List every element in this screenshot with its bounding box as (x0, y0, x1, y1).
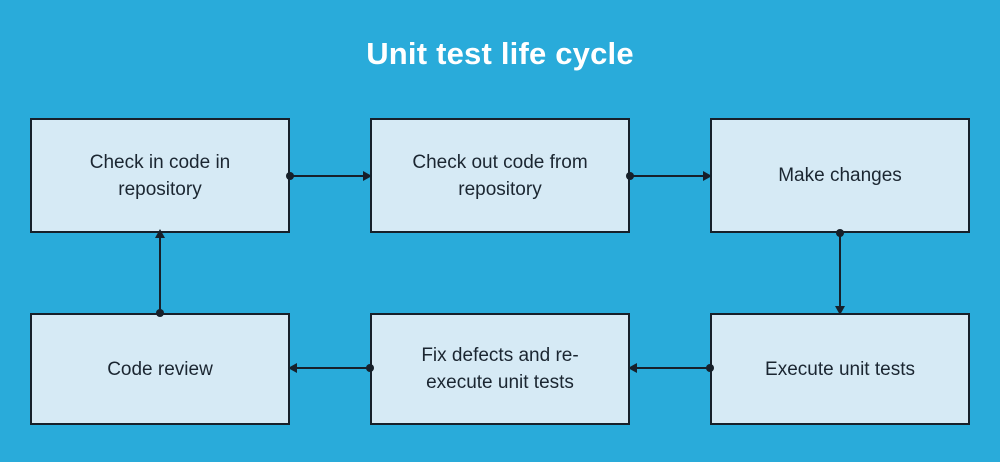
edge-arrowhead-left-icon (628, 363, 637, 373)
edge-arrowhead-right-icon (703, 171, 712, 181)
edge-source-dot (706, 364, 714, 372)
node-check-out-code[interactable]: Check out code from repository (370, 118, 630, 233)
edge-line (294, 367, 370, 369)
node-execute-unit-tests[interactable]: Execute unit tests (710, 313, 970, 425)
node-fix-defects[interactable]: Fix defects and re- execute unit tests (370, 313, 630, 425)
edge-line (839, 233, 841, 309)
edge-arrowhead-down-icon (835, 306, 845, 315)
edge-source-dot (156, 309, 164, 317)
edge-arrowhead-right-icon (363, 171, 372, 181)
edge-line (630, 175, 706, 177)
node-label: Execute unit tests (765, 358, 915, 380)
node-label: Code review (107, 358, 213, 380)
node-label: Check out code from repository (412, 151, 588, 200)
node-check-in-code[interactable]: Check in code in repository (30, 118, 290, 233)
edge-line (634, 367, 710, 369)
edge-line (290, 175, 366, 177)
page-title: Unit test life cycle (366, 36, 634, 71)
node-label: Make changes (778, 165, 902, 186)
edge-arrowhead-up-icon (155, 229, 165, 238)
edge-source-dot (366, 364, 374, 372)
node-make-changes[interactable]: Make changes (710, 118, 970, 233)
node-label: Check in code in repository (89, 151, 231, 200)
node-label: Fix defects and re- execute unit tests (421, 345, 579, 393)
edge-arrowhead-left-icon (288, 363, 297, 373)
edge-line (159, 237, 161, 313)
node-code-review[interactable]: Code review (30, 313, 290, 425)
